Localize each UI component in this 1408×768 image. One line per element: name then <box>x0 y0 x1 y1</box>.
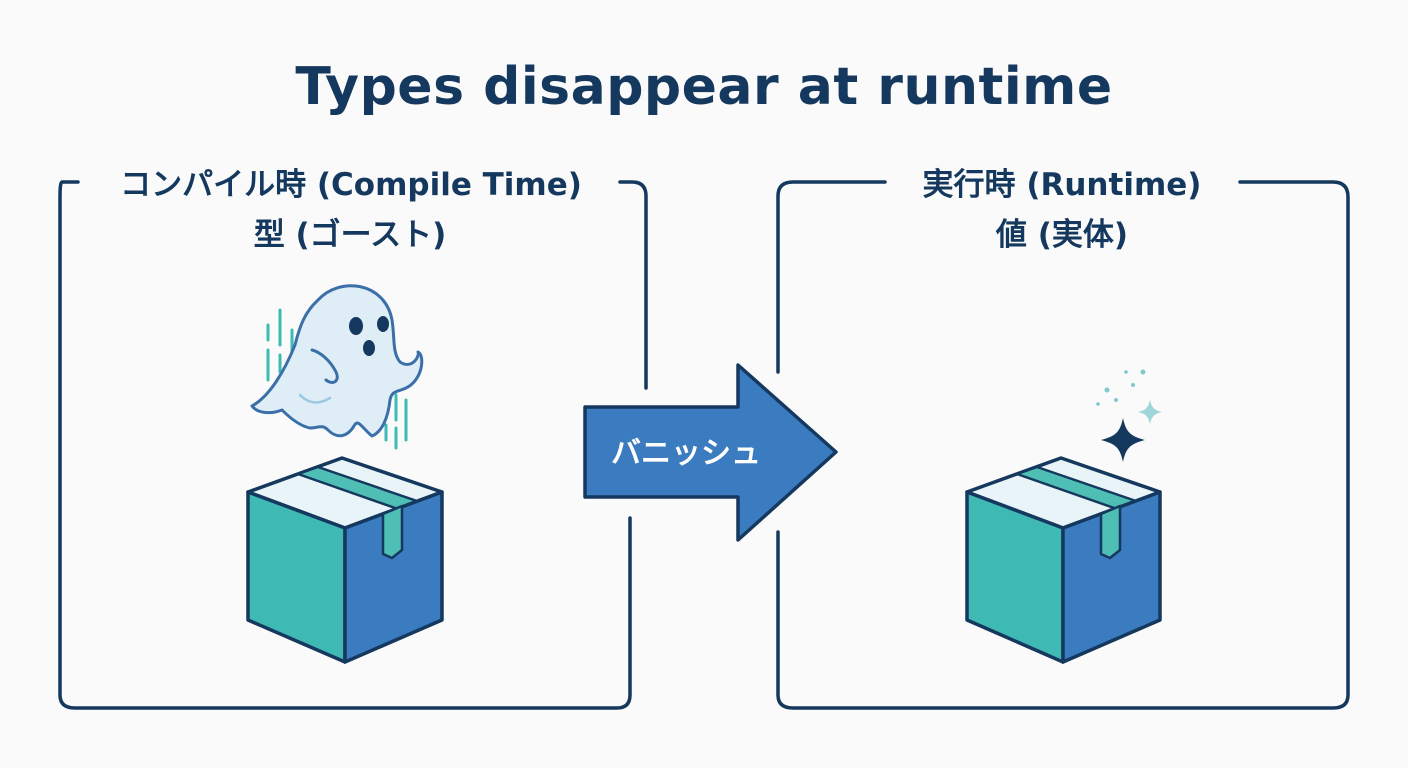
runtime-panel-frame <box>776 180 887 374</box>
box-icon <box>246 456 444 664</box>
compile-panel-frame-top <box>618 180 648 390</box>
vanish-arrow <box>583 363 838 542</box>
ghost-icon <box>250 284 424 450</box>
runtime-panel-subheading: 値 (実体) <box>995 217 1129 253</box>
compile-panel-heading: コンパイル時 (Compile Time) <box>84 162 618 208</box>
compile-panel-frame <box>58 180 632 710</box>
compile-panel-subheading: 型 (ゴースト) <box>253 217 447 253</box>
page-title: Types disappear at runtime <box>295 57 1113 117</box>
sparkle-icon <box>1096 369 1162 462</box>
runtime-panel-heading: 実行時 (Runtime) <box>892 162 1232 208</box>
runtime-panel-frame-right <box>776 180 1350 710</box>
vanish-arrow-label: バニッシュ <box>611 436 761 471</box>
box-icon <box>965 456 1162 664</box>
